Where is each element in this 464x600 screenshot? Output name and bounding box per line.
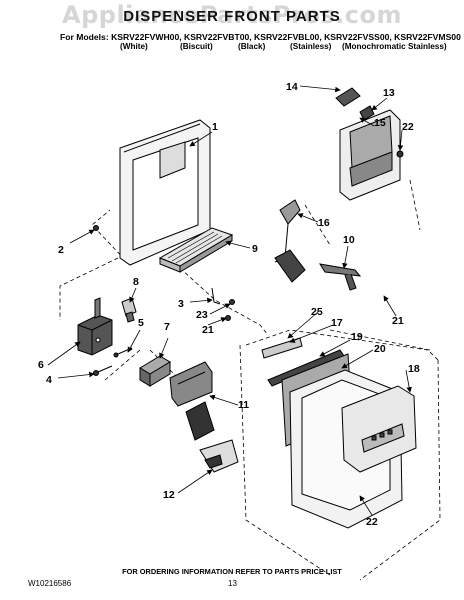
finish-monochromatic-stainless: (Monochromatic Stainless)	[342, 42, 447, 51]
ordering-note: FOR ORDERING INFORMATION REFER TO PARTS …	[122, 567, 342, 576]
part-drip-tray	[158, 227, 234, 273]
callout-19: 19	[351, 331, 363, 343]
finish-stainless: (Stainless)	[290, 42, 332, 51]
callout-16: 16	[318, 217, 330, 229]
callout-22-top: 22	[402, 121, 414, 133]
part-water-lever	[318, 263, 362, 291]
callout-8: 8	[133, 276, 139, 288]
finish-white: (White)	[120, 42, 148, 51]
callout-21-left: 21	[202, 324, 214, 336]
part-control-panel	[341, 385, 417, 473]
page-number: 13	[228, 579, 237, 588]
callout-11: 11	[238, 399, 249, 411]
callout-2: 2	[58, 244, 64, 256]
callout-9: 9	[252, 243, 258, 255]
callout-1: 1	[212, 121, 218, 133]
callout-6: 6	[38, 359, 44, 371]
part-light-socket	[121, 297, 137, 323]
callout-17: 17	[331, 317, 343, 329]
finish-black: (Black)	[238, 42, 266, 51]
callout-5: 5	[138, 317, 144, 329]
callout-leaders	[47, 85, 412, 516]
part-small-bracket	[211, 287, 235, 321]
part-upper-housing	[335, 87, 404, 201]
callout-7: 7	[164, 321, 170, 333]
part-ice-door-assembly	[169, 361, 215, 441]
callout-23: 23	[196, 309, 208, 321]
part-water-paddle	[274, 199, 306, 283]
document-number: W10216586	[28, 579, 72, 588]
callout-4: 4	[46, 374, 52, 386]
callout-12: 12	[163, 489, 175, 501]
callout-25: 25	[311, 306, 323, 318]
callout-20: 20	[374, 343, 386, 355]
callout-13: 13	[383, 87, 395, 99]
part-switch-bracket	[139, 355, 171, 387]
callout-15: 15	[374, 117, 386, 129]
callout-14: 14	[286, 81, 298, 93]
finish-biscuit: (Biscuit)	[180, 42, 213, 51]
callout-numbers: 1 2 3 4 5 6 7 8 9 10 11 12 13 14 15 16 1…	[38, 81, 420, 528]
assembly-guide-lines	[59, 179, 441, 581]
callout-21-right: 21	[392, 315, 404, 327]
callout-18: 18	[408, 363, 420, 375]
watermark: AppliancePartsPros.com	[62, 1, 402, 29]
part-ice-chute-cup	[199, 439, 239, 473]
callout-10: 10	[343, 234, 355, 246]
models-line: For Models: KSRV22FVWH00, KSRV22FVBT00, …	[60, 32, 461, 42]
part-control-module	[77, 297, 113, 356]
page-title: DISPENSER FRONT PARTS	[123, 8, 341, 25]
callout-22-bottom: 22	[366, 516, 378, 528]
part-dispenser-frame	[119, 119, 211, 266]
callout-3: 3	[178, 298, 184, 310]
